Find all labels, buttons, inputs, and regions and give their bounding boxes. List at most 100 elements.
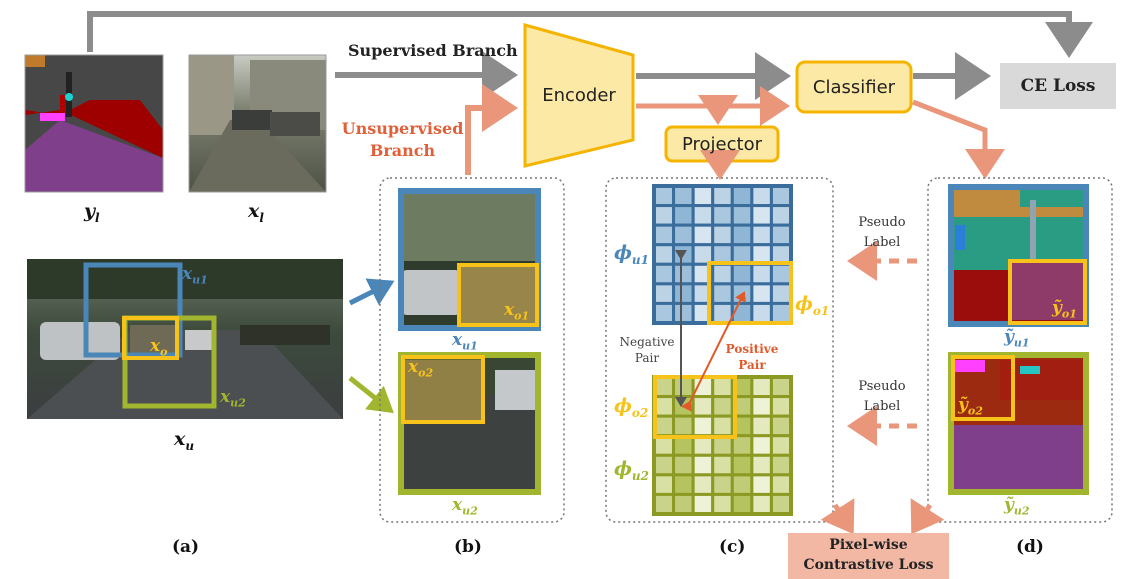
feature-grid-u1: [652, 184, 793, 325]
feature-cell: [691, 453, 715, 477]
ty-u1-label: ỹu1: [1004, 327, 1030, 350]
feature-cell: [691, 184, 715, 208]
encoder-block: [523, 23, 635, 168]
unlabeled-image: [27, 259, 343, 419]
feature-cell: [769, 282, 793, 305]
feature-cell: [672, 301, 695, 325]
o1-overlap-box: [457, 263, 539, 327]
ty-o1-box: [1008, 259, 1087, 325]
feature-cell: [750, 282, 773, 305]
u1-crop-box: [83, 262, 183, 358]
feature-cell: [711, 184, 734, 208]
feature-cell: [691, 204, 715, 227]
feature-cell: [672, 262, 695, 286]
classifier-block: [795, 60, 913, 114]
feature-cell: [691, 223, 715, 247]
feature-cell: [672, 414, 695, 438]
positive-pair-label: Positive Pair: [725, 342, 779, 372]
y-l-label: yl: [84, 200, 100, 225]
feature-cell: [652, 301, 676, 325]
feature-cell: [730, 282, 754, 305]
feature-cell: [750, 184, 773, 208]
feature-cell: [711, 204, 734, 227]
x-u2-inline-label: xu2: [220, 387, 246, 410]
x-o-inline-label: xo: [150, 336, 168, 359]
pseudo-label-text-2: Pseudo Label: [858, 379, 906, 414]
u1-crop-arrow: [348, 278, 395, 306]
feature-cell: [730, 223, 754, 247]
feature-cell: [750, 262, 773, 286]
x-u1-label: xu1: [452, 330, 478, 353]
feature-cell: [691, 395, 715, 418]
feature-cell: [652, 453, 676, 477]
ty-u2-label: ỹu2: [1004, 495, 1030, 518]
feature-cell: [769, 184, 793, 208]
classifier-to-pseudo-arrow: [912, 99, 1005, 179]
features-to-loss-arrow: [820, 498, 855, 535]
pseudo-label-text-1: Pseudo Label: [858, 215, 906, 250]
feature-cell: [711, 301, 734, 325]
feature-cell: [672, 492, 695, 516]
overlap-box: [122, 316, 179, 360]
phi-o2-label: ϕo2: [614, 395, 649, 420]
ty-o2-box: [951, 355, 1015, 421]
panel-d-label: (d): [1016, 537, 1044, 557]
feature-cell: [711, 473, 734, 496]
negative-pair-label: Negative Pair: [619, 335, 675, 365]
feature-cell: [769, 434, 793, 457]
feature-cell: [711, 414, 734, 438]
feature-cell: [769, 473, 793, 496]
feature-cell: [652, 262, 676, 286]
feature-cell: [652, 223, 676, 247]
classifier-label: Classifier: [812, 76, 896, 98]
feature-cell: [730, 473, 754, 496]
panel-a-label: (a): [172, 537, 200, 557]
feature-cell: [750, 223, 773, 247]
labels-to-loss-arrow: [910, 498, 945, 535]
unsupervised-branch-arrow: [465, 84, 518, 175]
x-l-label: xl: [248, 200, 264, 225]
ty-o1-label: ỹo1: [1052, 298, 1077, 321]
panel-b-container: [379, 177, 565, 523]
panel-d-container: [927, 177, 1113, 523]
feature-cell: [750, 204, 773, 227]
feature-cell: [750, 453, 773, 477]
feature-grid-u2: [652, 375, 793, 516]
feature-cell: [672, 282, 695, 305]
feature-cell: [750, 434, 773, 457]
labeled-image: [188, 54, 327, 193]
feature-cell: [769, 375, 793, 399]
feature-cell: [730, 184, 754, 208]
pseudo-label-u1-image: [948, 184, 1089, 327]
positive-pair-arrow: [681, 291, 746, 412]
feature-cell: [730, 204, 754, 227]
x-u1-inline-label: xu1: [182, 264, 208, 287]
feature-cell: [672, 473, 695, 496]
feature-cell: [672, 204, 695, 227]
feature-cell: [711, 375, 734, 399]
x-u2-label: xu2: [452, 495, 478, 518]
contrastive-loss-block: [788, 533, 949, 579]
feature-cell: [730, 453, 754, 477]
contrastive-loss-label: Pixel-wise Contrastive Loss: [803, 537, 934, 573]
feature-cell: [750, 301, 773, 325]
feature-cell: [730, 301, 754, 325]
feature-cell: [691, 492, 715, 516]
unsupervised-branch-label: Unsupervised Branch: [341, 119, 464, 160]
feature-cell: [652, 492, 676, 516]
feature-cell: [691, 375, 715, 399]
feature-cell: [672, 243, 695, 266]
feature-cell: [769, 204, 793, 227]
feature-cell: [711, 395, 734, 418]
feature-cell: [672, 453, 695, 477]
pseudo-label-u2-image: [948, 352, 1089, 495]
u1-crop-image: [398, 188, 541, 331]
feature-cell: [750, 414, 773, 438]
feature-cell: [750, 395, 773, 418]
feature-cell: [769, 262, 793, 286]
panel-b-label: (b): [454, 537, 482, 557]
feature-cell: [652, 204, 676, 227]
encoder-label: Encoder: [542, 84, 616, 106]
gt-label-feedback-arrow: [87, 11, 1093, 58]
panel-c-label: (c): [719, 537, 746, 557]
